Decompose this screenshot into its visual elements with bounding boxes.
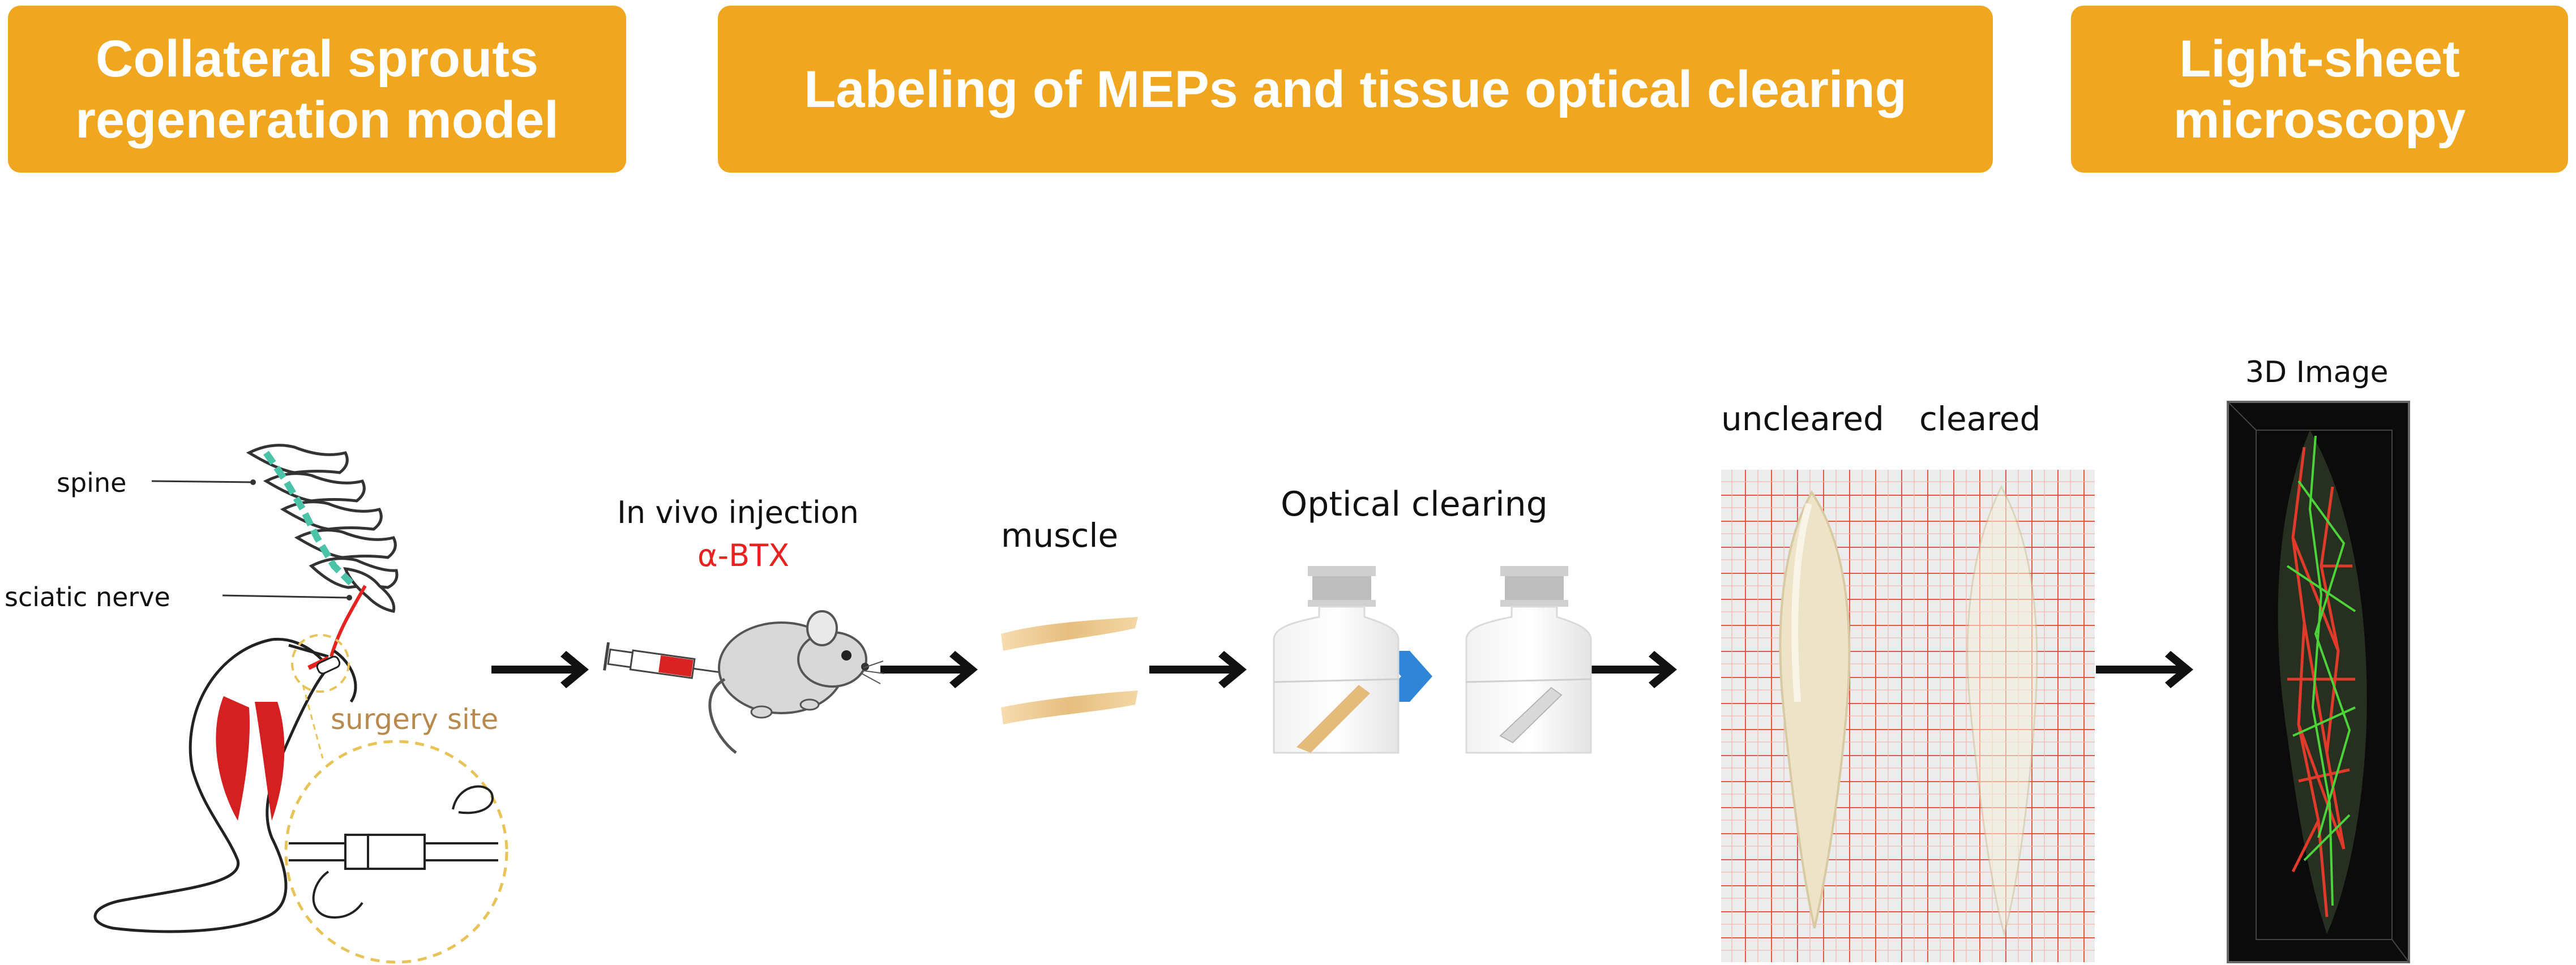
nerve-pointer xyxy=(222,594,349,599)
label-in-vivo-injection: In vivo injection xyxy=(617,495,859,530)
spine-vertebrae xyxy=(246,444,399,613)
bottle-cleared xyxy=(1465,566,1592,754)
spine-pointer xyxy=(151,480,253,483)
arrow-4 xyxy=(1580,651,1677,688)
label-alpha-btx: α-BTX xyxy=(698,538,790,573)
arrow-2 xyxy=(880,651,978,688)
arrow-1 xyxy=(491,651,589,688)
photo-cleared xyxy=(1908,470,2095,962)
header-light-sheet: Light-sheet microscopy xyxy=(2071,6,2568,173)
label-cleared: cleared xyxy=(1919,400,2041,438)
leg-muscle-2 xyxy=(255,702,285,821)
label-uncleared: uncleared xyxy=(1721,400,1884,438)
sciatic-nerve xyxy=(330,585,367,657)
surgery-zoom-circle xyxy=(284,740,508,964)
3d-image-panel xyxy=(2227,401,2410,963)
header-labeling-clearing: Labeling of MEPs and tissue optical clea… xyxy=(718,6,1993,173)
bottle-uncleared xyxy=(1273,566,1400,754)
arrow-3 xyxy=(1149,651,1247,688)
label-3d-image: 3D Image xyxy=(2245,355,2389,389)
photo-uncleared xyxy=(1721,470,1908,962)
arrow-5 xyxy=(2096,651,2193,688)
label-muscle: muscle xyxy=(1001,516,1119,555)
axon-network-green xyxy=(2286,435,2356,906)
label-spine: spine xyxy=(57,468,127,498)
header-regeneration-model: Collateral sprouts regeneration model xyxy=(8,6,626,173)
mouse-icon xyxy=(708,610,885,754)
spinal-cord xyxy=(263,451,354,586)
muscle-strips xyxy=(1001,617,1138,724)
surgery-site-marker xyxy=(291,634,350,693)
leg-muscle-1 xyxy=(216,696,250,821)
flow-arrows xyxy=(491,651,2193,688)
surgery-detail xyxy=(289,785,498,919)
syringe xyxy=(603,642,730,679)
label-optical-clearing: Optical clearing xyxy=(1281,484,1548,524)
label-surgery-site: surgery site xyxy=(331,703,499,736)
label-sciatic-nerve: sciatic nerve xyxy=(5,582,170,612)
anatomy-illustration xyxy=(93,444,508,964)
